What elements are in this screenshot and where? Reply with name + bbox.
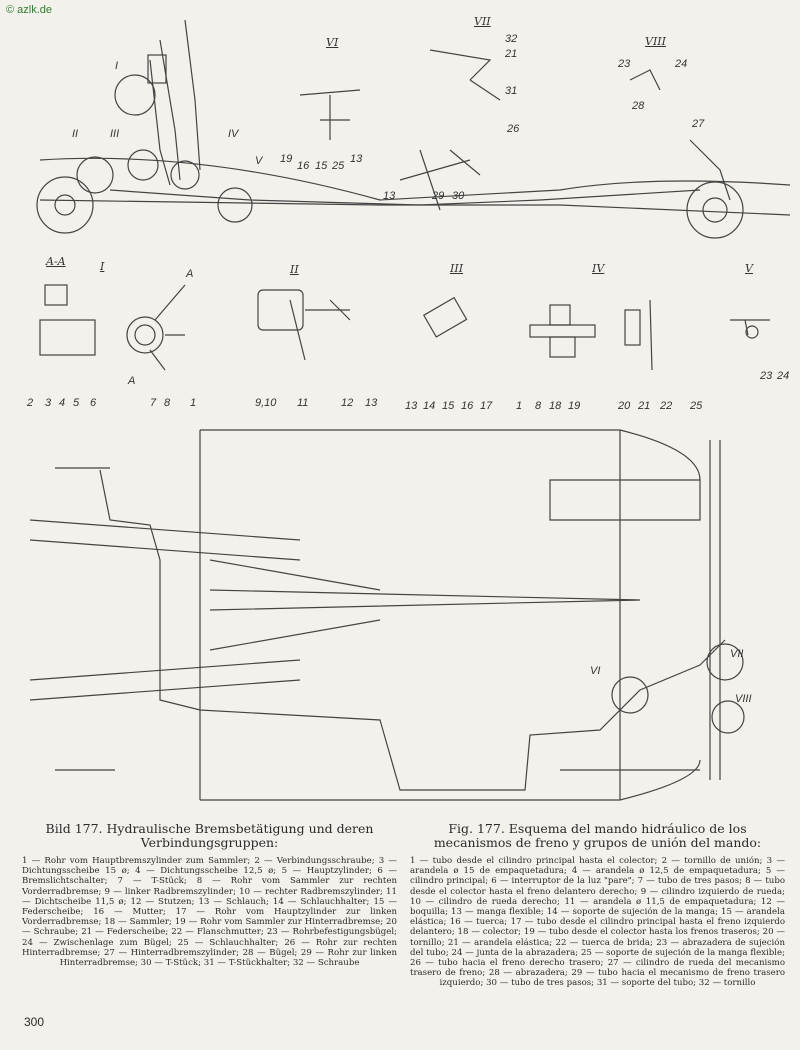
callout: 19 [280,153,293,165]
caption-title: Bild 177. Hydraulische Bremsbetätigung u… [45,821,374,850]
callout: 28 [632,100,645,112]
callout: 27 [692,118,705,130]
callout: 13 [405,400,418,412]
callout: 25 [690,400,703,412]
caption-spanish: Fig. 177. Esquema del mando hidráulico d… [410,822,785,989]
group-label: V [255,155,263,167]
caption-title: Fig. 177. Esquema del mando hidráulico d… [433,821,762,850]
caption-german: Bild 177. Hydraulische Bremsbetätigung u… [22,821,397,969]
detail-drawings [39,284,770,371]
group-label: I [115,60,119,72]
callout: 8 [164,397,171,409]
group-label: III [110,128,120,140]
detail-title: I [100,260,105,273]
callout: 13 [365,397,378,409]
callout: 21 [505,48,518,60]
group-label: VI [326,36,339,49]
callout: 19 [568,400,581,412]
brake-system-drawings [29,19,791,801]
callout: 32 [505,33,518,45]
callout: 16 [297,160,310,172]
callout: 20 [618,400,631,412]
callout: 8 [535,400,542,412]
plan-view-drawing [29,429,745,801]
callout: 23 [760,370,773,382]
callout: 15 [315,160,328,172]
cut-mark: A [128,375,136,387]
cut-mark: A [186,268,194,280]
detail-title: II [290,263,299,276]
group-label: IV [228,128,239,140]
watermark: © azlk.de [6,4,53,16]
callout: 13 [350,153,363,165]
callout: 30 [452,190,465,202]
callout: 12 [341,397,354,409]
callout: 6 [90,397,97,409]
callout: 2 [27,397,34,409]
detail-title: A-A [46,255,66,268]
callout: 29 [432,190,445,202]
callout: 1 [516,400,523,412]
callout: 5 [73,397,80,409]
callout: 1 [190,397,197,409]
detail-title: III [450,262,464,275]
callout: 3 [45,397,52,409]
callout: 25 [332,160,345,172]
callout: 7 [150,397,157,409]
group-label: II [72,128,79,140]
group-label: VII [730,648,744,660]
callout: 11 [297,397,309,409]
callout: 16 [461,400,474,412]
callout: 17 [480,400,493,412]
callout: 26 [507,123,520,135]
detail-title: V [745,262,753,275]
callout: 24 [777,370,790,382]
callout: 23 [618,58,631,70]
callout: 18 [549,400,562,412]
page-number: 300 [24,1015,45,1029]
callout: 14 [423,400,436,412]
callout: 15 [442,400,455,412]
caption-body: 1 — Rohr vom Hauptbremszylinder zum Samm… [22,856,397,969]
callout: 31 [505,85,518,97]
callout: 21 [638,400,651,412]
caption-body: 1 — tubo desde el cilindro principal has… [410,856,785,989]
side-view-drawing [36,19,791,239]
callout: 9,10 [255,397,277,409]
group-label: VIII [735,693,752,705]
callout: 13 [383,190,396,202]
callout: 24 [675,58,688,70]
group-label: VII [474,15,491,28]
callout: 22 [660,400,673,412]
group-label: VI [590,665,601,677]
group-label: VIII [645,35,666,48]
callout: 4 [59,397,66,409]
detail-title: IV [592,262,605,275]
